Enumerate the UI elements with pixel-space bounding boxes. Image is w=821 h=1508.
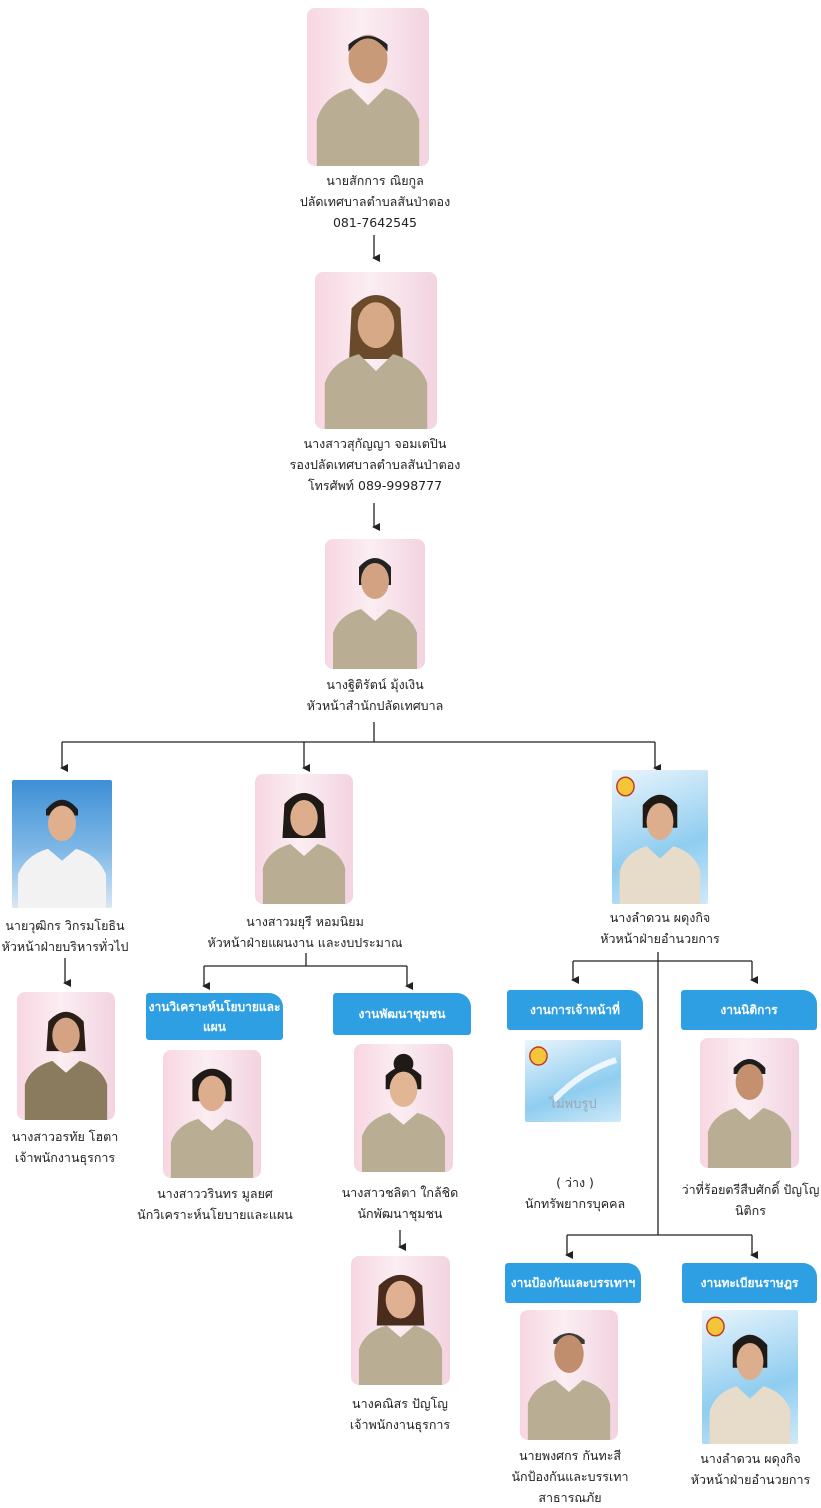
- person-position: นักป้องกันและบรรเทา: [511, 1469, 629, 1484]
- portrait-photo: [325, 539, 425, 669]
- unit-title: งานวิเคราะห์นโยบายและ: [148, 999, 281, 1014]
- portrait-photo: [351, 1256, 450, 1385]
- unit-header-policy-analysis: งานวิเคราะห์นโยบายและ แผน: [146, 993, 283, 1040]
- unit-header-community-development: งานพัฒนาชุมชน: [333, 993, 471, 1035]
- person-name: นายสักการ ณิยกูล: [326, 173, 424, 188]
- portrait-photo: [12, 780, 112, 908]
- no-photo-placeholder: ไม่พบรูป: [525, 1040, 621, 1122]
- person-position: นักทรัพยากรบุคคล: [524, 1196, 626, 1211]
- person-name: นางสาวมยุรี หอมนิยม: [246, 914, 364, 929]
- portrait-photo: [612, 770, 708, 904]
- person-name: นางลำดวน ผดุงกิจ: [700, 1451, 801, 1466]
- middle-unit2-caption: นางสาวชลิตา ใกล้ชิด นักพัฒนาชุมชน: [320, 1182, 480, 1224]
- person-name: นางสาวอรทัย โฮตา: [11, 1129, 119, 1144]
- right-unit2-caption: ว่าที่ร้อยตรีสืบศักดิ์ ปัญโญ นิติกร: [680, 1179, 821, 1221]
- portrait-photo: [163, 1050, 261, 1178]
- person-position: นักพัฒนาชุมชน: [357, 1206, 443, 1221]
- left-head-caption: นายวุฒิกร วิกรมโยธิน หัวหน้าฝ่ายบริหารทั…: [0, 915, 130, 957]
- no-photo-label: ไม่พบรูป: [549, 1097, 597, 1112]
- person-name: นางลำดวน ผดุงกิจ: [609, 910, 711, 925]
- vacant-label: ( ว่าง ): [556, 1175, 594, 1190]
- portrait-photo: [700, 1038, 799, 1168]
- person-position: รองปลัดเทศบาลตำบลสันป่าตอง: [289, 457, 461, 472]
- person-position: หัวหน้าฝ่ายอำนวยการ: [600, 931, 720, 946]
- middle-staff-caption: นางคณิสร ปัญโญ เจ้าพนักงานธุรการ: [320, 1393, 480, 1435]
- person-name: นางสาวสุกัญญา จอมเตปิน: [303, 436, 447, 451]
- person-name: นางคณิสร ปัญโญ: [352, 1396, 448, 1411]
- right-unit3-caption: นายพงศกร กันทะสี นักป้องกันและบรรเทา สาธ…: [495, 1445, 645, 1508]
- portrait-photo: [255, 774, 353, 904]
- portrait-photo: [702, 1310, 798, 1444]
- unit-title: งานทะเบียนราษฎร: [700, 1276, 799, 1290]
- unit-title: งานพัฒนาชุมชน: [358, 1007, 446, 1021]
- person-position: นักวิเคราะห์นโยบายและแผน: [137, 1207, 293, 1222]
- middle-head-caption: นางสาวมยุรี หอมนิยม หัวหน้าฝ่ายแผนงาน แล…: [185, 911, 425, 953]
- right-unit1-caption: ( ว่าง ) นักทรัพยากรบุคคล: [500, 1172, 650, 1214]
- unit-title: แผน: [203, 1019, 226, 1034]
- portrait-photo: [520, 1310, 618, 1440]
- person-position: หัวหน้าฝ่ายบริหารทั่วไป: [1, 939, 129, 954]
- person-position: สาธารณภัย: [538, 1490, 602, 1505]
- level2-caption: นางสาวสุกัญญา จอมเตปิน รองปลัดเทศบาลตำบล…: [250, 433, 500, 496]
- portrait-photo: [307, 8, 429, 166]
- person-position: หัวหน้าสำนักปลัดเทศบาล: [306, 698, 444, 713]
- person-phone: 081-7642545: [332, 215, 418, 230]
- person-name: นายวุฒิกร วิกรมโยธิน: [5, 918, 125, 933]
- level3-caption: นางฐิติรัตน์ มุ้งเงิน หัวหน้าสำนักปลัดเท…: [250, 674, 500, 716]
- portrait-photo: [354, 1044, 453, 1172]
- unit-title: งานการเจ้าหน้าที่: [530, 1003, 620, 1017]
- left-staff-caption: นางสาวอรทัย โฮตา เจ้าพนักงานธุรการ: [0, 1126, 130, 1168]
- unit-title: งานนิติการ: [720, 1003, 778, 1017]
- unit-title: งานป้องกันและบรรเทาฯ: [510, 1276, 636, 1290]
- portrait-photo: [17, 992, 115, 1120]
- right-unit4-caption: นางลำดวน ผดุงกิจ หัวหน้าฝ่ายอำนวยการ: [680, 1448, 821, 1490]
- portrait-photo: [315, 272, 437, 429]
- person-name: ว่าที่ร้อยตรีสืบศักดิ์ ปัญโญ: [681, 1182, 820, 1197]
- unit-header-disaster-prevention: งานป้องกันและบรรเทาฯ: [505, 1263, 641, 1303]
- person-name: นายพงศกร กันทะสี: [518, 1448, 622, 1463]
- person-position: หัวหน้าฝ่ายอำนวยการ: [690, 1472, 811, 1487]
- middle-unit1-caption: นางสาววรินทร มูลยศ นักวิเคราะห์นโยบายและ…: [130, 1183, 300, 1225]
- person-name: นางสาวชลิตา ใกล้ชิด: [341, 1185, 459, 1200]
- unit-header-civil-registration: งานทะเบียนราษฎร: [682, 1263, 817, 1303]
- person-name: นางสาววรินทร มูลยศ: [157, 1186, 273, 1201]
- level1-caption: นายสักการ ณิยกูล ปลัดเทศบาลตำบลสันป่าตอง…: [250, 170, 500, 233]
- right-head-caption: นางลำดวน ผดุงกิจ หัวหน้าฝ่ายอำนวยการ: [580, 907, 740, 949]
- unit-header-legal: งานนิติการ: [681, 990, 817, 1030]
- person-position: ปลัดเทศบาลตำบลสันป่าตอง: [299, 194, 451, 209]
- person-position: เจ้าพนักงานธุรการ: [349, 1417, 451, 1432]
- person-name: นางฐิติรัตน์ มุ้งเงิน: [326, 677, 424, 692]
- person-position: นิติกร: [735, 1203, 766, 1218]
- person-position: เจ้าพนักงานธุรการ: [14, 1150, 116, 1165]
- unit-header-personnel: งานการเจ้าหน้าที่: [507, 990, 643, 1030]
- person-position: หัวหน้าฝ่ายแผนงาน และงบประมาณ: [207, 935, 403, 950]
- person-phone: โทรศัพท์ 089-9998777: [307, 478, 443, 493]
